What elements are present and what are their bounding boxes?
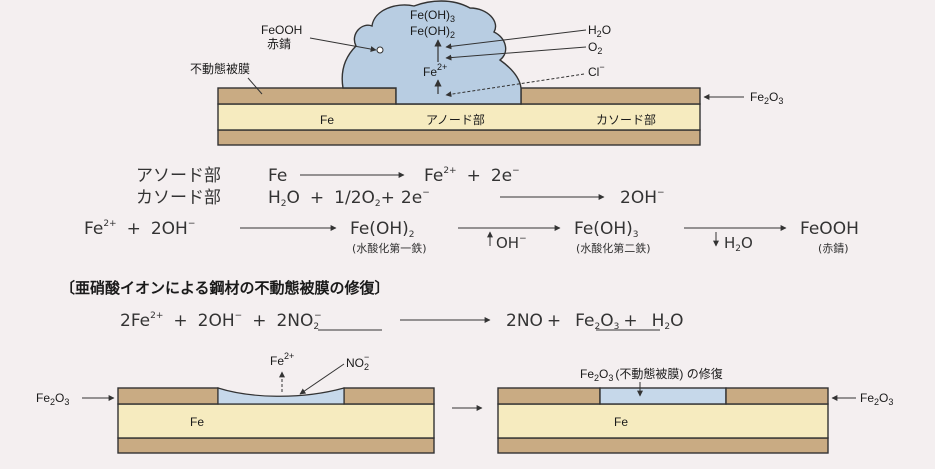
chain-feoh2: Fe(OH) [350,219,409,239]
passive-film-label: 不動態被膜 [190,61,250,76]
br-repair-label: Fe [580,367,594,381]
cathode-label: カソード部 [596,112,656,127]
anode-label: アノード部 [426,112,485,127]
svg-text:Fe2+: Fe2+ [423,62,447,79]
svg-text:H2O: H2O [588,23,611,39]
svg-text:H2O: H2O [724,234,753,254]
repair-eq-no: 2NO [506,311,543,331]
repaired-film [599,387,727,405]
feoh2-label: Fe(OH) [410,24,450,38]
equations: アソード部 Fe Fe2++2e− カソード部 H2O+1/2O2+2e− 2O… [84,166,859,255]
svg-text:2Fe2++2OH−+2NO2−: 2Fe2++2OH−+2NO2− [120,311,322,332]
bl-no2-label: NO [346,356,364,370]
repair-section: 〔亜硝酸イオンによる鋼材の不動態被膜の修復〕 2Fe2++2OH−+2NO2− … [60,279,684,332]
top-bottom-film [217,129,701,146]
br-fe2o3-label: Fe [860,391,874,405]
svg-text:Fe(OH)3: Fe(OH)3 [574,219,638,240]
chain-feoh3-name: (水酸化第二鉄) [576,241,651,255]
br-fe-label: Fe [614,415,628,429]
cathode-eq-h2o: H [268,188,281,208]
chain-h2o: H [724,234,735,252]
rust-particle [376,46,384,54]
cl-label: Cl [588,65,599,79]
svg-text:Fe2++2e−: Fe2++2e− [424,166,520,186]
svg-text:Fe(OH)3: Fe(OH)3 [410,8,455,24]
svg-text:Fe2O3: Fe2O3 [750,90,783,106]
anode-eq-lhs: Fe [268,166,287,186]
chain-feoh2-name: (水酸化第一鉄) [352,241,427,255]
chain-oh-add: OH [496,234,519,252]
svg-text:H2O+1/2O2+2e−: H2O+1/2O2+2e− [268,188,430,209]
svg-text:O2: O2 [588,40,602,56]
svg-text:Fe(OH)2: Fe(OH)2 [350,219,414,240]
rust-blob [341,0,522,105]
svg-text:Fe2+: Fe2+ [270,351,294,368]
svg-text:Fe(OH)2: Fe(OH)2 [410,24,455,40]
top-fe-label: Fe [320,113,334,127]
chain-feoh3: Fe(OH) [574,219,633,239]
repair-eq-fe: 2Fe [120,311,150,331]
bl-fe-label: Fe [190,415,204,429]
feooh-label: FeOOH [261,23,302,37]
top-cross-section: FeOOH 赤錆 不動態被膜 Fe(OH)3 Fe(OH)2 Fe2+ H2O … [190,0,783,146]
chain-fe: Fe [84,219,103,239]
repair-heading: 〔亜硝酸イオンによる鋼材の不動態被膜の修復〕 [60,279,390,297]
chain-feooh-name: (赤錆) [818,241,849,255]
svg-text:Fe2O3: Fe2O3 [860,391,893,407]
bl-fe2o3-label: Fe [36,391,50,405]
rust-label: 赤錆 [267,36,291,51]
cathode-eq-label: カソード部 [136,188,221,208]
chain-feooh: FeOOH [800,219,859,239]
bottom-left-section: Fe2O3 Fe2+ NO2− Fe [36,351,435,454]
pit-fill [217,387,345,405]
top-right-film [520,87,701,105]
svg-text:2OH−: 2OH− [620,188,665,208]
cathode-eq-rhs: 2OH [620,188,657,208]
feoh3-label: Fe(OH) [410,8,450,22]
svg-text:Cl−: Cl− [588,62,605,79]
svg-text:Fe2O3(不動態被膜) の修復: Fe2O3(不動態被膜) の修復 [580,366,723,383]
top-fe2o3-label: Fe [750,90,764,104]
h2o-label: H [588,23,597,37]
top-left-film [217,87,397,105]
top-fe-layer [217,103,701,131]
fe2plus-label: Fe [423,65,437,79]
svg-text:Fe2++2OH−: Fe2++2OH− [84,219,195,239]
anode-eq-label: アソード部 [136,166,221,186]
anode-eq-fe: Fe [424,166,443,186]
svg-text:OH−: OH− [496,234,527,252]
svg-text:2NO+Fe2O3+H2O: 2NO+Fe2O3+H2O [506,311,684,332]
bottom-right-section: Fe2O3(不動態被膜) の修復 Fe2O3 Fe [497,366,893,454]
svg-text:Fe2O3: Fe2O3 [36,391,69,407]
bl-fe2plus-label: Fe [270,354,284,368]
o2-label: O [588,40,597,54]
svg-text:NO2−: NO2− [346,352,369,372]
